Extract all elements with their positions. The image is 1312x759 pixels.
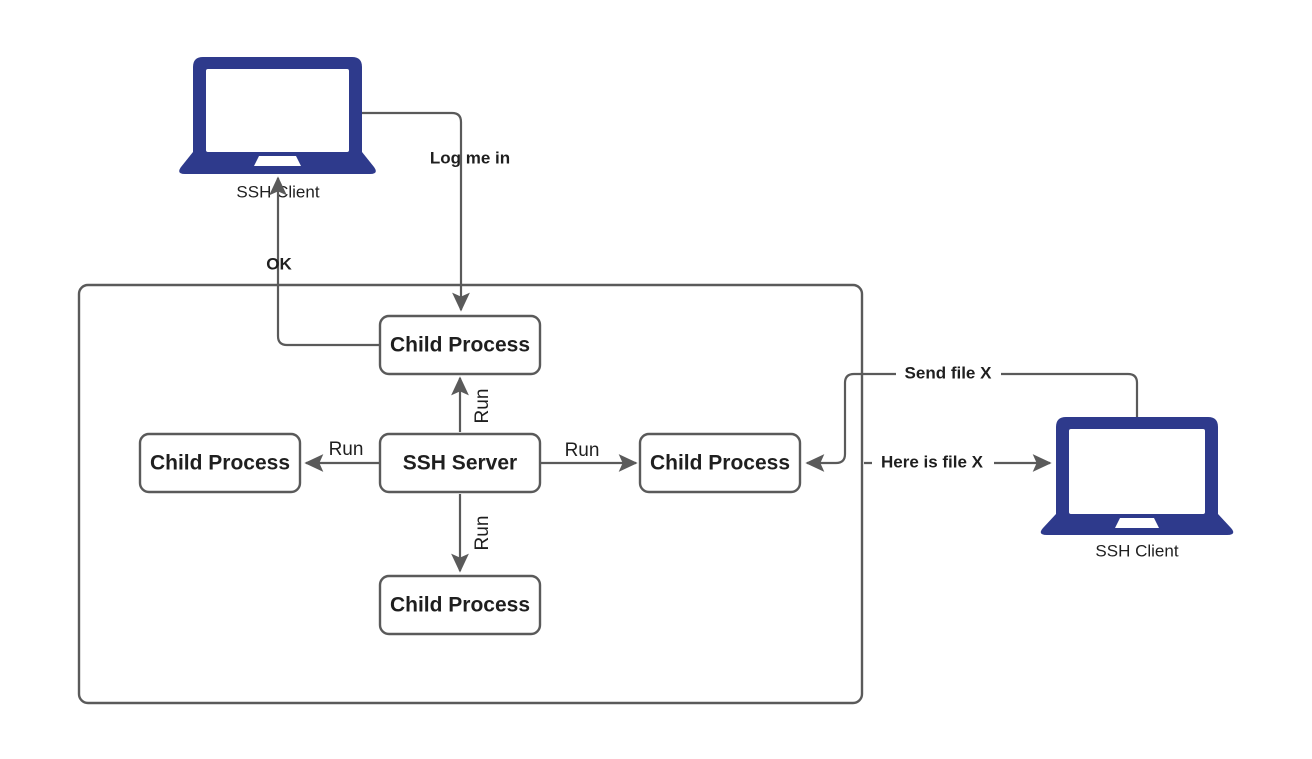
edge-ok <box>269 176 380 347</box>
edge-ok-label: OK <box>266 254 292 273</box>
node-child-process-right-label: Child Process <box>650 452 790 475</box>
edge-log-me-in <box>362 111 470 312</box>
edge-run-left-label: Run <box>329 439 364 460</box>
node-child-process-right[interactable]: Child Process <box>638 432 802 494</box>
node-child-process-top[interactable]: Child Process <box>378 314 542 376</box>
edge-run-right-label: Run <box>565 440 600 461</box>
ssh-client-right[interactable]: SSH Client <box>1040 417 1234 560</box>
edge-log-me-in-label: Log me in <box>430 148 510 167</box>
edge-run-down-label: Run <box>472 516 493 551</box>
laptop-icon <box>1040 417 1234 535</box>
edge-here-is-file-x-label: Here is file X <box>881 452 984 471</box>
node-child-process-left[interactable]: Child Process <box>138 432 302 494</box>
node-child-process-left-label: Child Process <box>150 452 290 475</box>
node-child-process-top-label: Child Process <box>390 334 530 357</box>
edge-run-up-label: Run <box>472 389 493 424</box>
ssh-client-right-label: SSH Client <box>1095 541 1178 560</box>
node-child-process-bottom[interactable]: Child Process <box>378 574 542 636</box>
edge-send-file-x-label-text: Send file X <box>905 363 993 382</box>
node-ssh-server-label: SSH Server <box>403 452 517 475</box>
edge-send-file-x <box>805 372 1139 472</box>
ssh-client-top[interactable]: SSH Client <box>179 57 376 201</box>
node-child-process-bottom-label: Child Process <box>390 594 530 617</box>
laptop-icon <box>179 57 376 174</box>
ssh-server-host-container <box>77 283 864 705</box>
node-ssh-server[interactable]: SSH Server <box>378 432 542 494</box>
